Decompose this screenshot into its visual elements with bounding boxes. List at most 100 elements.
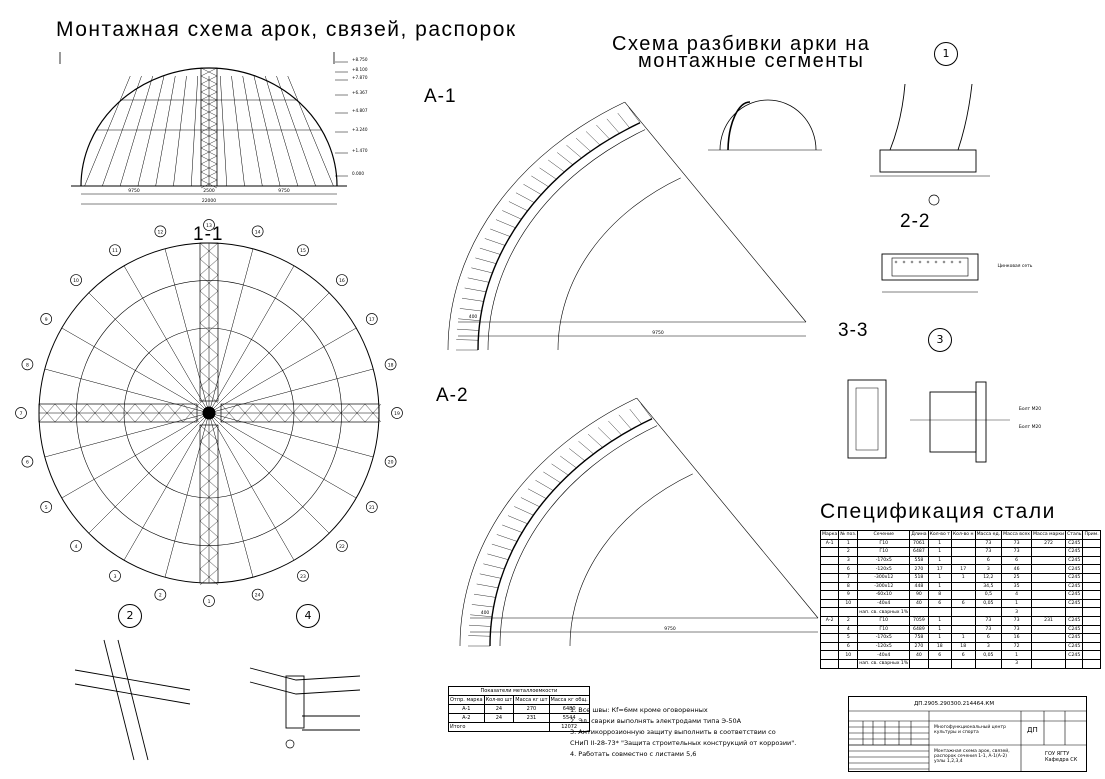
spec-cell: 1 [1001, 650, 1033, 660]
spec-cell [838, 658, 859, 669]
spec-cell: А-1 [819, 538, 840, 549]
axis-label: 23 [300, 574, 306, 580]
spec-cell: Масса всех [1001, 530, 1033, 540]
bay-brace [348, 403, 366, 423]
title-block-grid [849, 710, 1086, 771]
bay-brace [199, 370, 219, 388]
a2-segment-tick [470, 614, 493, 617]
bay-brace [199, 472, 219, 490]
a2-segment-tick [608, 420, 622, 436]
section22-bolt [902, 260, 906, 264]
note-4: 4. Работать совместно с листами 5,6 [570, 750, 697, 758]
spec-cell: 1 [927, 581, 952, 592]
level-label: +7.870 [352, 75, 368, 80]
dim-label: 2500 [203, 188, 215, 194]
tower-brace [200, 75, 218, 85]
drawing-code: ДП.2905.290300.214464.КМ [914, 701, 995, 707]
plan-radial-arch [208, 327, 357, 414]
a1-arch-chord-inner [487, 129, 646, 351]
dome-rib [242, 75, 263, 187]
tower-brace [200, 107, 218, 117]
a1-segment-tick [508, 201, 528, 211]
spec-cell [819, 641, 840, 652]
axis-label: 24 [255, 593, 261, 599]
totals-cell: А-2 [448, 713, 485, 723]
plan-radial-arch [164, 412, 210, 578]
totals-sum: 12072 [548, 722, 590, 732]
spec-cell: Марка [819, 530, 840, 540]
a1-segment-tick [467, 277, 490, 283]
dome-rib [190, 75, 198, 187]
spec-cell: 6 [950, 598, 976, 609]
a1-segment-tick [596, 124, 610, 140]
axis-label: 1 [208, 599, 211, 605]
section22-bolt [894, 260, 898, 264]
axis-label: 20 [388, 460, 394, 466]
a1-segment-tick [484, 238, 506, 246]
bay-brace [199, 338, 219, 356]
bay-brace [199, 242, 219, 260]
bay-brace [199, 456, 219, 474]
spec-cell: 40 [909, 650, 929, 660]
spec-cell [950, 615, 976, 626]
axis-bubble [365, 501, 378, 513]
tower-brace [200, 67, 218, 77]
axis-label: 8 [26, 362, 29, 368]
a2-segment-tick [476, 583, 499, 589]
axis-label: 16 [339, 278, 345, 284]
spec-cell: 3 [1001, 658, 1033, 669]
totals-col: Кол-во шт [483, 695, 515, 705]
spec-cell: 16 [1001, 633, 1033, 643]
totals-cell: 231 [513, 713, 550, 723]
axis-label: 5 [45, 505, 48, 511]
a2-dim-label: 9750 [664, 626, 676, 632]
plan-radial-arch [61, 327, 210, 414]
plan-radial-arch [123, 412, 210, 561]
section22-bolt [942, 260, 946, 264]
segment-title-line1: Схема разбивки арки на [612, 33, 871, 55]
bay-brace [199, 274, 219, 292]
metal-totals-table: Показатели металлоемкости Отпр. марка Ко… [448, 686, 590, 732]
totals-cell: А-1 [448, 704, 485, 714]
spec-cell [950, 581, 976, 592]
bay-brace [199, 290, 219, 308]
a2-segment-tick [587, 433, 603, 448]
arch-a1-label: А-1 [424, 86, 457, 107]
section-2-2-label: 2-2 [900, 211, 931, 232]
spec-cell [819, 650, 840, 660]
spec-cell: 6 [927, 650, 952, 660]
spec-cell: нап. св. сварных 1% [857, 658, 911, 669]
mesh-label: Цинковая сеть [998, 263, 1033, 269]
spec-cell: 6 [927, 598, 952, 609]
spec-cell: 758 [909, 633, 929, 643]
plan-radial-arch [88, 292, 210, 414]
spec-cell [1031, 650, 1067, 660]
detail1-arch-left [889, 83, 906, 151]
spec-cell: С245 [1065, 650, 1084, 660]
spec-cell: 270 [909, 641, 929, 652]
totals-col: Масса кг шт [513, 695, 550, 705]
a2-segment-tick [491, 543, 513, 551]
spec-cell: -170х5 [857, 555, 911, 566]
spec-cell: 6 [950, 650, 976, 660]
tower-brace [200, 115, 218, 125]
spec-cell [1031, 581, 1067, 592]
dome-rib [119, 75, 153, 187]
a2-dim-label: 400 [481, 610, 490, 616]
spec-cell: С245 [1065, 555, 1084, 566]
bay-brace [150, 403, 168, 423]
plan-radial-arch [164, 248, 210, 414]
spec-cell: 1 [950, 572, 976, 583]
axis-bubble [384, 358, 397, 371]
dim-label: 9750 [278, 188, 290, 194]
a1-dim-label: 9750 [652, 330, 664, 336]
spec-cell: С245 [1065, 538, 1084, 549]
tower-brace [200, 155, 218, 165]
spec-cell: 73 [974, 615, 1003, 626]
spec-cell: 73 [1001, 538, 1033, 549]
detail1-base-plate [879, 149, 977, 173]
axis-bubble [297, 569, 309, 582]
